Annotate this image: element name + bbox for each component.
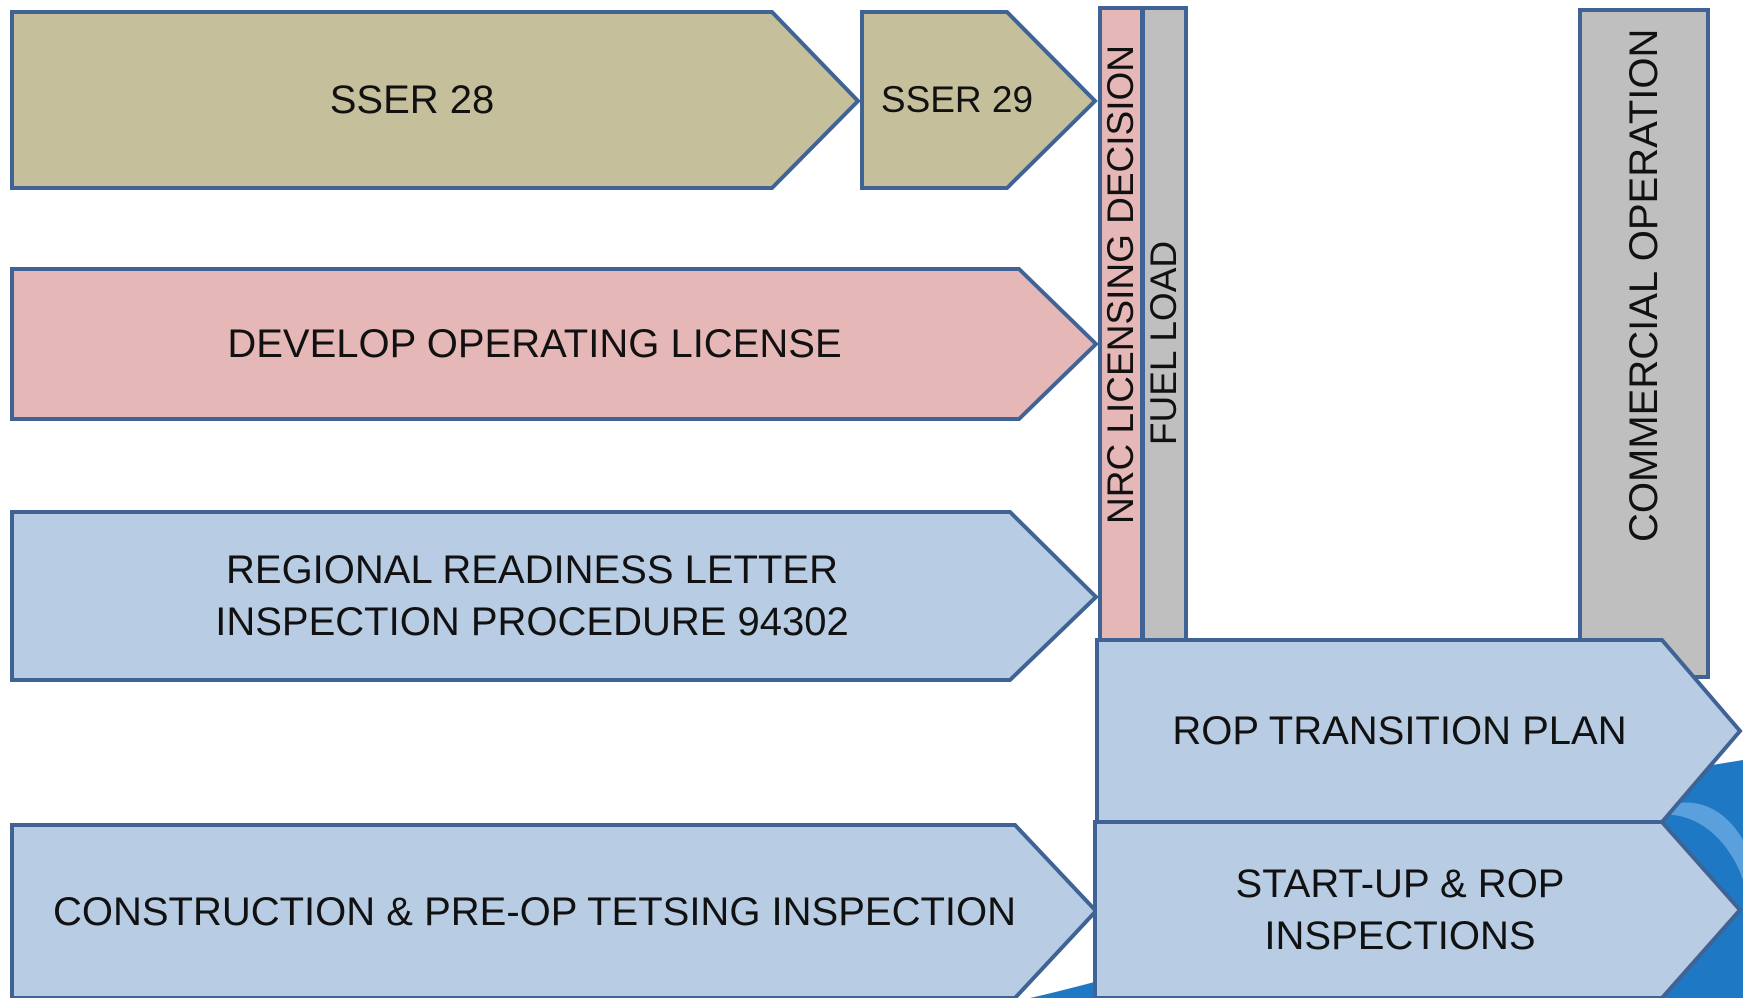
sser29-arrow [860,10,1098,190]
develop-license-label: DEVELOP OPERATING LICENSE [227,322,842,366]
fuel-load-label: FUEL LOAD [1143,240,1184,446]
develop-license-arrow [10,267,1099,421]
regional-readiness-line2: INSPECTION PROCEDURE 94302 [215,600,849,644]
startup-label: START-UP & ROP INSPECTIONS [1095,822,1705,998]
regional-readiness-line1: REGIONAL READINESS LETTER [226,548,838,592]
regional-readiness-label: REGIONAL READINESS LETTER INSPECTION PRO… [12,512,1052,680]
construction-arrow [10,823,1099,998]
startup-line1: START-UP & ROP [1235,862,1565,906]
sser28-arrow [10,10,861,190]
nrc-decision-label: NRC LICENSING DECISION [1100,44,1141,524]
fuel-load-bar [1141,6,1188,645]
construction-label: CONSTRUCTION & PRE-OP TETSING INSPECTION [52,889,1017,934]
commercial-operation-bar [1578,8,1710,679]
decorative-swoosh-highlight [1640,802,1743,880]
sser28-label: SSER 28 [329,78,495,122]
rop-transition-label: ROP TRANSITION PLAN [1172,709,1627,753]
commercial-operation-label: COMMERCIAL OPERATION [1622,28,1666,542]
regional-readiness-arrow [10,510,1099,682]
rop-transition-arrow [1095,638,1743,824]
sser29-label: SSER 29 [880,78,1034,120]
startup-line2: INSPECTIONS [1264,914,1536,958]
startup-arrow [1093,820,1743,998]
